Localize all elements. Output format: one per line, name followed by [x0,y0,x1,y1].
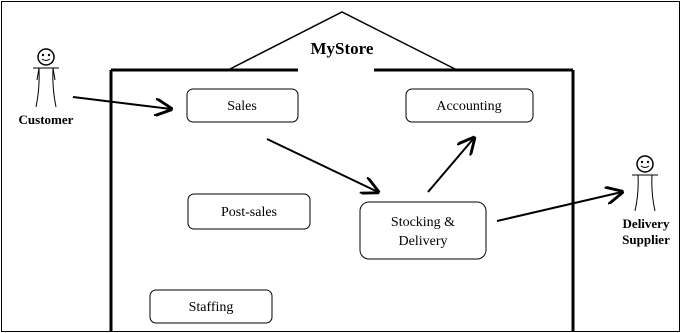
delivery-supplier-actor: Delivery Supplier [622,155,670,247]
stocking-label-line1: Stocking & [391,215,455,230]
sales-box: Sales [186,88,299,123]
customer-body-icon [33,67,59,108]
stocking-label-line2: Delivery [399,234,448,249]
staffing-box: Staffing [149,289,273,324]
store-roof [227,11,458,71]
arrow-stocking-to-accounting [427,138,474,193]
accounting-box: Accounting [405,88,534,123]
arrow-stocking-to-supplier [496,192,622,222]
stocking-delivery-box: Stocking & Delivery [359,201,487,260]
sales-label: Sales [227,99,257,114]
customer-actor: Customer [19,48,74,127]
staffing-label: Staffing [189,300,234,315]
customer-label: Customer [19,112,74,127]
arrow-customer-to-sales [72,96,171,109]
supplier-head-icon [636,155,654,173]
store-title: MyStore [311,39,374,58]
supplier-label-line1: Delivery [623,216,670,231]
supplier-body-icon [632,174,658,212]
post-sales-box: Post-sales [187,193,311,230]
accounting-label: Accounting [436,99,501,114]
post-sales-label: Post-sales [221,205,277,220]
customer-head-icon [37,48,55,66]
supplier-label-line2: Supplier [622,232,670,247]
arrow-sales-to-stocking [266,138,378,192]
